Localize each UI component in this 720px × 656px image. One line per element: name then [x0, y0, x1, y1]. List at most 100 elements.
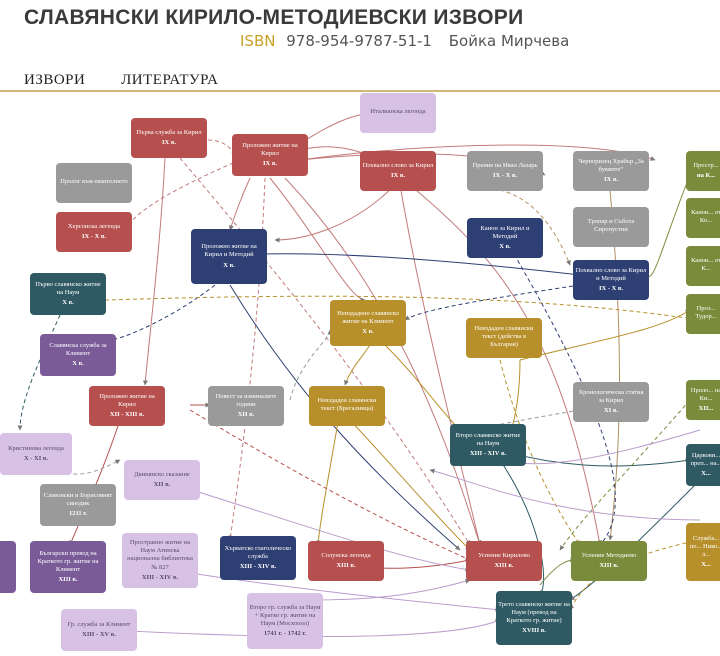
node-title: Пролог към евангелието [60, 177, 128, 185]
node-date: XIII в. [58, 576, 78, 584]
node-service-nikola-edge[interactable]: Служба... по... Нико... л...X... [686, 523, 720, 581]
node-date: XII в. [237, 411, 255, 419]
node-date: IX в. [162, 139, 176, 146]
node-extended-life-edge[interactable]: Простр...на К... [686, 151, 720, 191]
node-christian-legend[interactable]: Кристинова легенда X - XI в. [0, 433, 72, 475]
node-title: Трето славянско житие на Наум (превод на… [498, 600, 570, 624]
node-title: Проложно житие на Кирил [99, 392, 155, 408]
node-title: Проложно житие на Кирил [242, 141, 298, 157]
nav-item-literature[interactable]: ЛИТЕРАТУРА [121, 72, 219, 88]
node-title: Първо славянско житие на Наум [35, 280, 101, 296]
node-title: Простр... [693, 161, 719, 169]
node-title: Черноризец Храбър „За буквите“ [578, 157, 644, 173]
node-church-translation-edge[interactable]: Царкови... преп... на... X... [686, 444, 720, 486]
node-date: 1211 г. [68, 510, 88, 518]
node-date: X... [701, 470, 711, 478]
node-title: Двинянско сказание [134, 470, 190, 478]
isbn-value: 978-954-9787-51-1 [286, 32, 432, 50]
node-title: Повест за изминалите години [215, 392, 277, 408]
node-date: XI в. [604, 407, 618, 415]
node-date: X в. [223, 261, 235, 269]
node-title: Проло... на Ки... [690, 386, 720, 402]
node-italian-legend[interactable]: Италианска легенда [360, 93, 436, 133]
node-third-life-naum[interactable]: Трето славянско житие на Наум (превод на… [496, 591, 572, 645]
header-divider [0, 90, 720, 92]
node-date: IX в. [604, 176, 618, 184]
node-date: X в. [72, 360, 84, 368]
node-title: Български превод на Краткото гр. житие н… [37, 549, 99, 573]
page-title: СЛАВЯНСКИ КИРИЛО-МЕТОДИЕВСКИ ИЗВОРИ [24, 6, 524, 29]
node-tudor-edge[interactable]: Проз... Тудор... [686, 294, 720, 334]
node-first-life-naum[interactable]: Първо славянско житие на Наум X в. [30, 273, 106, 315]
node-title: Италианска легенда [370, 107, 426, 115]
node-canon-edge-2[interactable]: Канон... от К... [686, 246, 720, 286]
node-title: Успение Кирилово [478, 551, 530, 559]
node-title: Тропар и Събота Сиропустни [587, 217, 635, 233]
node-date: XIII - XIV в. [469, 450, 507, 458]
node-canon-edge-1[interactable]: Канон... от Ко... [686, 198, 720, 238]
node-date: XII... [698, 405, 714, 413]
node-prologue-edge[interactable]: Проло... на Ки... XII... [686, 380, 720, 420]
node-date: IX - X в. [492, 172, 518, 179]
node-gospel-prologue[interactable]: Пролог към евангелието [56, 163, 132, 203]
node-second-greek-service-naum[interactable]: Второ гр. служба за Наум + Кратко гр. жи… [247, 593, 323, 649]
node-title: Неиздаден славянски текст (Брегалница) [317, 396, 377, 412]
node-title: Второ гр. служба за Наум + Кратко гр. жи… [249, 603, 321, 627]
node-date: XII - XIII в. [109, 411, 145, 419]
node-troparion[interactable]: Тропар и Събота Сиропустни [573, 207, 649, 247]
node-unpublished-text-bregalnica[interactable]: Неиздаден славянски текст (Брегалница) [309, 386, 385, 426]
node-date: XIII в. [494, 562, 514, 569]
node-title: Неиздадено славянско житие на Климент [337, 309, 399, 325]
node-date: XIII - XIV в. [141, 573, 179, 581]
node-date: XIII в. [336, 562, 356, 569]
node-date: IX в. [391, 172, 405, 179]
main-nav: ИЗВОРИ ЛИТЕРАТУРА [24, 72, 250, 89]
node-title: Проз... Тудор... [695, 304, 717, 320]
node-date: X в. [62, 299, 74, 307]
node-hrabar[interactable]: Черноризец Храбър „За буквите“ IX в. [573, 151, 649, 191]
node-title: Царкови... преп... на... [690, 451, 720, 467]
node-title: Славянска служба за Климент [49, 341, 107, 357]
node-title: Гр. служба за Климент [67, 620, 131, 628]
node-title: Канон... от К... [691, 256, 720, 272]
nav-item-sources[interactable]: ИЗВОРИ [24, 72, 86, 88]
node-title: Хърватско глаголическо служба [224, 544, 292, 560]
node-bulgarian-translation-clement[interactable]: Български превод на Краткото гр. житие н… [30, 541, 106, 593]
node-date: X - XI в. [23, 455, 49, 462]
node-praise-cyril[interactable]: Похвално слово за Кирил IX в. [360, 151, 436, 191]
node-title: Похвално слово за Кирил [362, 161, 434, 169]
node-title: Похвално слово за Кирил и Методий [575, 266, 647, 282]
book-info: ISBN 978-954-9787-51-1 Бойка Мирчева [240, 32, 575, 50]
node-title: Първа служба за Кирил [136, 128, 202, 136]
node-ivan-lazar[interactable]: Прение на Иван Лазарь IX - X в. [467, 151, 543, 191]
node-service-clement[interactable]: Славянска служба за Климент X в. [40, 334, 116, 376]
node-date: XIII - XIV в. [239, 563, 277, 571]
node-title: Прение на Иван Лазарь [472, 161, 538, 169]
node-extended-life-naum-athens[interactable]: Пространно житие на Наум Атинска национа… [122, 533, 198, 588]
node-unpublished-text-bulgaria[interactable]: Неиздаден славянски текст (действа в Бъл… [466, 318, 542, 358]
node-title: Неиздаден славянски текст (действа в Бъл… [474, 324, 534, 349]
node-title: Канон... от Ко... [691, 208, 720, 224]
node-date: XII в. [153, 481, 171, 488]
node-title: Кристинова легенда [8, 444, 64, 452]
node-date: XVIII в. [522, 627, 546, 635]
node-left-edge-violet[interactable] [0, 541, 16, 593]
node-first-service-cyril[interactable]: Първа служба за Кирил IX в. [131, 118, 207, 158]
